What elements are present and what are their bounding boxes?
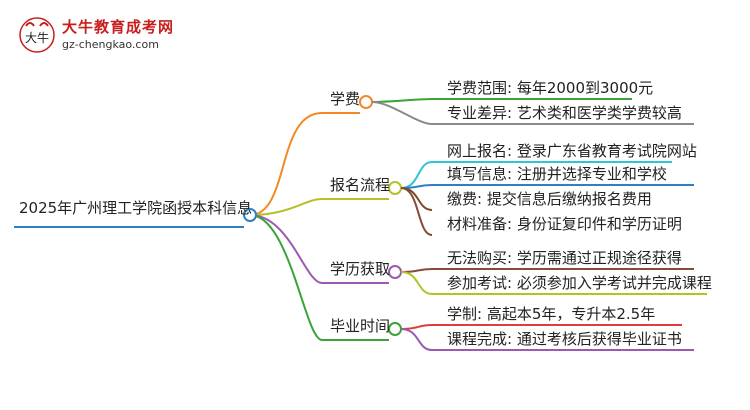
site-url: gz-chengkao.com xyxy=(62,38,159,51)
branch-connector xyxy=(249,214,389,341)
branch-connector xyxy=(249,214,389,284)
leaf-label[interactable]: 课程完成: 通过考核后获得毕业证书 xyxy=(447,330,682,348)
branch-connector xyxy=(249,198,389,216)
branch-label[interactable]: 学历获取 xyxy=(330,260,391,278)
bull-logo-icon: 大牛 xyxy=(19,17,55,53)
leaf-connector xyxy=(371,98,632,103)
leaf-connector xyxy=(400,271,707,295)
branch-label[interactable]: 学费 xyxy=(330,90,361,108)
root-node xyxy=(243,208,257,222)
branch-node xyxy=(388,322,402,336)
leaf-connector xyxy=(371,101,694,125)
leaf-label[interactable]: 参加考试: 必须参加入学考试并完成课程 xyxy=(447,274,712,292)
leaf-connector xyxy=(400,324,682,330)
site-logo[interactable]: 大牛 大牛教育成考网 gz-chengkao.com xyxy=(18,14,238,58)
branch-node xyxy=(359,95,373,109)
leaf-label[interactable]: 材料准备: 身份证复印件和学历证明 xyxy=(447,215,682,233)
leaf-label[interactable]: 专业差异: 艺术类和医学类学费较高 xyxy=(447,104,682,122)
leaf-label[interactable]: 填写信息: 注册并选择专业和学校 xyxy=(447,165,667,183)
leaf-label[interactable]: 缴费: 提交信息后缴纳报名费用 xyxy=(447,190,652,208)
branch-node xyxy=(388,181,402,195)
leaf-connector xyxy=(400,187,433,236)
leaf-connector xyxy=(400,328,694,351)
leaf-connector xyxy=(400,268,694,273)
site-name: 大牛教育成考网 xyxy=(62,18,175,36)
branch-label[interactable]: 报名流程 xyxy=(330,176,391,194)
leaf-connector xyxy=(400,184,694,189)
leaf-label[interactable]: 网上报名: 登录广东省教育考试院网站 xyxy=(447,142,697,160)
leaf-label[interactable]: 学制: 高起本5年，专升本2.5年 xyxy=(447,305,656,323)
leaf-label[interactable]: 无法购买: 学历需通过正规途径获得 xyxy=(447,249,682,267)
branch-label[interactable]: 毕业时间 xyxy=(330,317,391,335)
root-label[interactable]: 2025年广州理工学院函授本科信息 xyxy=(19,199,253,217)
svg-text:大牛: 大牛 xyxy=(25,30,49,45)
branch-connector xyxy=(249,112,360,216)
branch-node xyxy=(388,265,402,279)
leaf-label[interactable]: 学费范围: 每年2000到3000元 xyxy=(447,79,654,97)
